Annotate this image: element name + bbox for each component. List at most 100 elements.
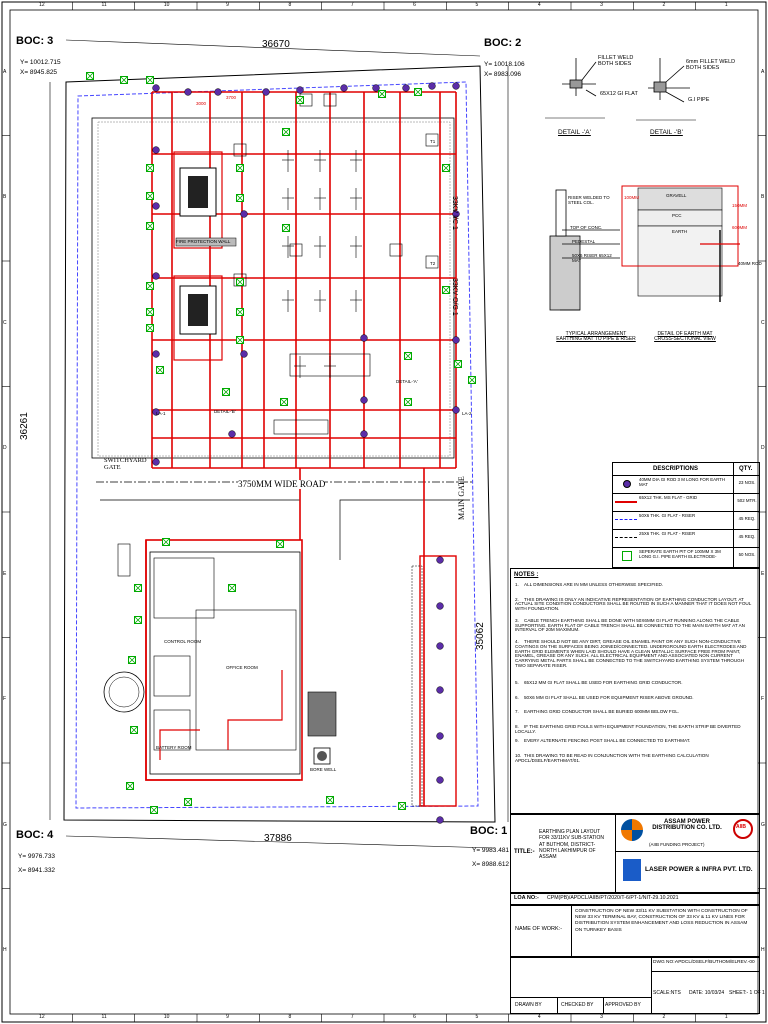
riser-cross — [162, 538, 170, 546]
border-column-label: 10 — [163, 2, 170, 8]
earth-electrode-marker — [152, 350, 160, 358]
earth-electrode-marker — [360, 334, 368, 342]
riser-cross — [134, 584, 142, 592]
boc2-x: X= 8983.096 — [484, 71, 522, 78]
dimension-left: 36261 — [19, 412, 30, 440]
riser-cross — [468, 376, 476, 384]
loa-label: LOA NO:- — [514, 895, 539, 901]
legend-quantity: 45 REQ. — [738, 516, 756, 521]
t2-label: T2 — [430, 261, 436, 266]
scale: SCALE:NTS — [653, 990, 681, 996]
grid-conductor-link — [145, 468, 425, 806]
riser-cross — [398, 802, 406, 810]
earth-electrode-marker — [360, 396, 368, 404]
border-column-label: 11 — [101, 1014, 107, 1020]
border-column-label: 2 — [662, 1014, 666, 1020]
riser-cross — [134, 616, 142, 624]
border-row-label: E — [3, 570, 7, 577]
feeder-bay — [411, 555, 457, 807]
dwg-label: DWG NO:- — [653, 960, 677, 965]
notes-heading: NOTES : — [514, 572, 539, 578]
riser-cross — [146, 76, 154, 84]
outgoing-label: 33KV O/G 1 — [451, 278, 458, 316]
title-label: TITLE:- — [514, 849, 535, 855]
legend-quantity: 23 NOS. — [738, 480, 756, 485]
border-row-label: G — [3, 821, 7, 828]
control-room-label: CONTROL ROOM — [164, 639, 202, 644]
riser-label: RISER WELDED TO STEEL COL. — [568, 195, 610, 205]
earth-electrode-marker — [436, 776, 444, 784]
note-text: IF THE EARTHING GRID FOULS WITH EQUIPMEN… — [515, 723, 741, 734]
riser-cross — [404, 398, 412, 406]
legend-row: 25X6 THK. GI FLAT - RISER 45 REQ. — [613, 529, 759, 548]
earth-electrode-marker — [452, 210, 460, 218]
note-item: 3.CABLE TRENCH EARTHING SHALL BE DONE WI… — [515, 617, 745, 633]
earth-electrode-marker — [296, 86, 304, 94]
legend-quantity: 50 NOS. — [738, 552, 756, 557]
approval-row: DWG NO:- APDCL/DSELF/BUTHOM/EL REV.-00 D… — [510, 956, 765, 1014]
legend-description: 50X6 THK. GI FLAT - RISER — [639, 513, 696, 518]
loa-row: LOA NO:- CPM(PB)/APDCL/AIIB/PT/2020/T-6/… — [510, 892, 760, 906]
dwg-number: APDCL/DSELF/BUTHOM/EL — [675, 960, 738, 965]
border-column-label: 8 — [288, 1014, 292, 1020]
border-row-label: D — [761, 445, 765, 452]
water-tank — [103, 671, 145, 713]
border-column-label: 11 — [101, 2, 107, 8]
border-column-label: 1 — [724, 2, 728, 8]
boc1-y: Y= 9983.481 — [472, 847, 510, 854]
legend-description: SEPERATE EARTH PIT OF 100MM X 3M LONG G.… — [639, 549, 721, 559]
earth-electrode-marker — [402, 84, 410, 92]
border-column-label: 8 — [288, 2, 292, 8]
border-column-label: 3 — [600, 2, 603, 8]
note-text: EARTHING GRID CONDUCTOR SHALL BE BURIED … — [524, 709, 680, 715]
earth-electrode-marker — [240, 210, 248, 218]
typical-arrangement-drawing — [549, 189, 620, 311]
transformer-1 — [173, 151, 237, 249]
earth-electrode-marker — [184, 88, 192, 96]
note-text: ALL DIMENSIONS ARE IN MM UNLESS OTHERWIS… — [524, 582, 664, 587]
note-text: THIS DRAWING TO BE READ IN CONJUNCTION W… — [515, 753, 709, 763]
earth-label: EARTH — [672, 229, 688, 234]
detail-a-drawing — [545, 58, 605, 119]
equipment-foundation — [425, 255, 439, 269]
riser-cross — [236, 194, 244, 202]
bore-well-label: BORE WELL — [310, 767, 337, 772]
switchyard-boundary — [91, 117, 455, 459]
cable-trench — [273, 419, 329, 435]
border-column-label: 7 — [350, 1014, 354, 1020]
earth-electrode-marker — [262, 88, 270, 96]
note-item: 6.50X6 MM GI FLAT SHALL BE USED FOR EQUI… — [515, 694, 694, 700]
note-text: THERE SHOULD NOT BE ANY DIRT, GREASE OIL… — [515, 639, 747, 669]
earth-electrode-marker — [152, 202, 160, 210]
border-row-label: A — [761, 68, 765, 75]
border-column-label: 4 — [537, 2, 541, 8]
border-column-label: 6 — [413, 1014, 416, 1020]
detail-b-heading: DETAIL -'B' — [650, 129, 683, 136]
sheet-number: SHEET:- 1 OF 1 — [729, 990, 765, 996]
note-text: EVERY ALTERNATE FENCING POST SHALL BE CO… — [524, 738, 691, 744]
bus-structure — [289, 353, 371, 377]
work-label: NAME OF WORK:- — [515, 926, 563, 932]
legend-row: 50X6 THK. GI FLAT - RISER 45 REQ. — [613, 511, 759, 530]
border-row-label: B — [761, 194, 765, 201]
border-row-label: G — [761, 821, 765, 828]
boc2-label: BOC: 2 — [484, 37, 522, 49]
pcc-label: PCC — [672, 213, 682, 218]
riser-cross — [236, 336, 244, 344]
legend-row: 65X12 THK. MS FLAT - GRID 502 MTR. — [613, 493, 759, 512]
laser-logo — [623, 859, 641, 881]
border-column-label: 7 — [350, 2, 354, 8]
typical-arrangement-caption: TYPICAL ARRANGEMENT EARTHING MAT TO PIPE… — [556, 331, 636, 342]
riser-cross — [150, 806, 158, 814]
note-item: 5.65X12 MM GI FLAT SHALL BE USED FOR EAR… — [515, 680, 683, 685]
earth-electrode-marker — [240, 350, 248, 358]
earth-electrode-marker — [436, 816, 444, 824]
earth-rod-label: 40MM ROD — [738, 261, 762, 266]
fire-wall-label: FIRE PROTECTION WALL — [176, 239, 231, 244]
work-description: CONSTRUCTION OF NEW 33/11 KV SUBSTATION … — [575, 909, 748, 933]
dim-100: 100MM — [624, 195, 640, 200]
border-row-label: F — [3, 696, 7, 703]
boc4-x: X= 8941.332 — [18, 867, 56, 874]
riser-cross — [146, 164, 154, 172]
earth-electrode-marker — [452, 82, 460, 90]
